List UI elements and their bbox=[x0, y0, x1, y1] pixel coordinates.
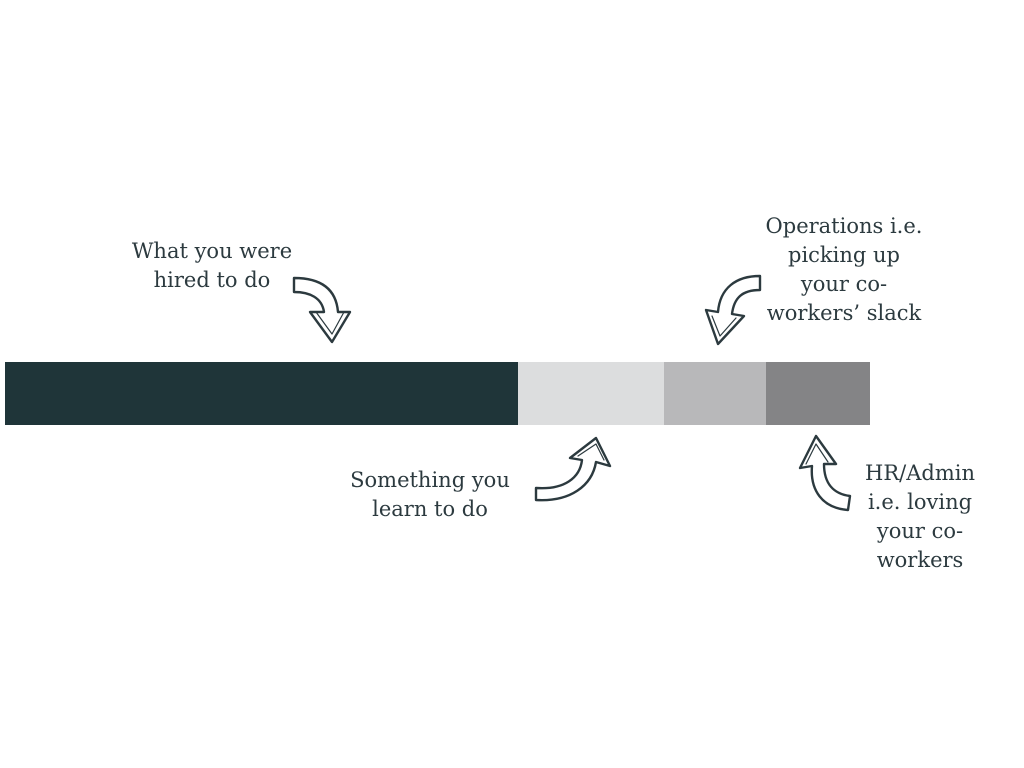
label-learn-line-1: Something you bbox=[350, 468, 510, 492]
label-hired: What you were hired to do bbox=[122, 237, 302, 295]
label-operations-line-2: picking up bbox=[788, 243, 900, 267]
label-learn: Something you learn to do bbox=[340, 466, 520, 524]
curved-arrow-down-left-icon bbox=[704, 274, 762, 346]
label-operations: Operations i.e. picking up your co- work… bbox=[752, 212, 936, 328]
label-hired-line-2: hired to do bbox=[153, 268, 271, 292]
label-operations-line-1: Operations i.e. bbox=[765, 214, 923, 238]
segment-hired bbox=[5, 362, 518, 425]
label-hr-admin-line-1: HR/Admin bbox=[865, 461, 975, 485]
curved-arrow-up-left-icon bbox=[798, 434, 852, 512]
label-hr-admin-line-3: your co- bbox=[876, 519, 964, 543]
curved-arrow-down-icon bbox=[292, 276, 352, 344]
label-hired-line-1: What you were bbox=[131, 239, 293, 263]
label-hr-admin: HR/Admin i.e. loving your co- workers bbox=[850, 459, 990, 575]
segment-hr-admin bbox=[766, 362, 870, 425]
label-learn-line-2: learn to do bbox=[372, 497, 488, 521]
label-operations-line-4: workers’ slack bbox=[766, 301, 922, 325]
segment-learn bbox=[518, 362, 664, 425]
segment-operations bbox=[664, 362, 766, 425]
label-hr-admin-line-2: i.e. loving bbox=[867, 490, 973, 514]
label-hr-admin-line-4: workers bbox=[876, 548, 964, 572]
curved-arrow-up-icon bbox=[534, 436, 612, 502]
label-operations-line-3: your co- bbox=[800, 272, 888, 296]
